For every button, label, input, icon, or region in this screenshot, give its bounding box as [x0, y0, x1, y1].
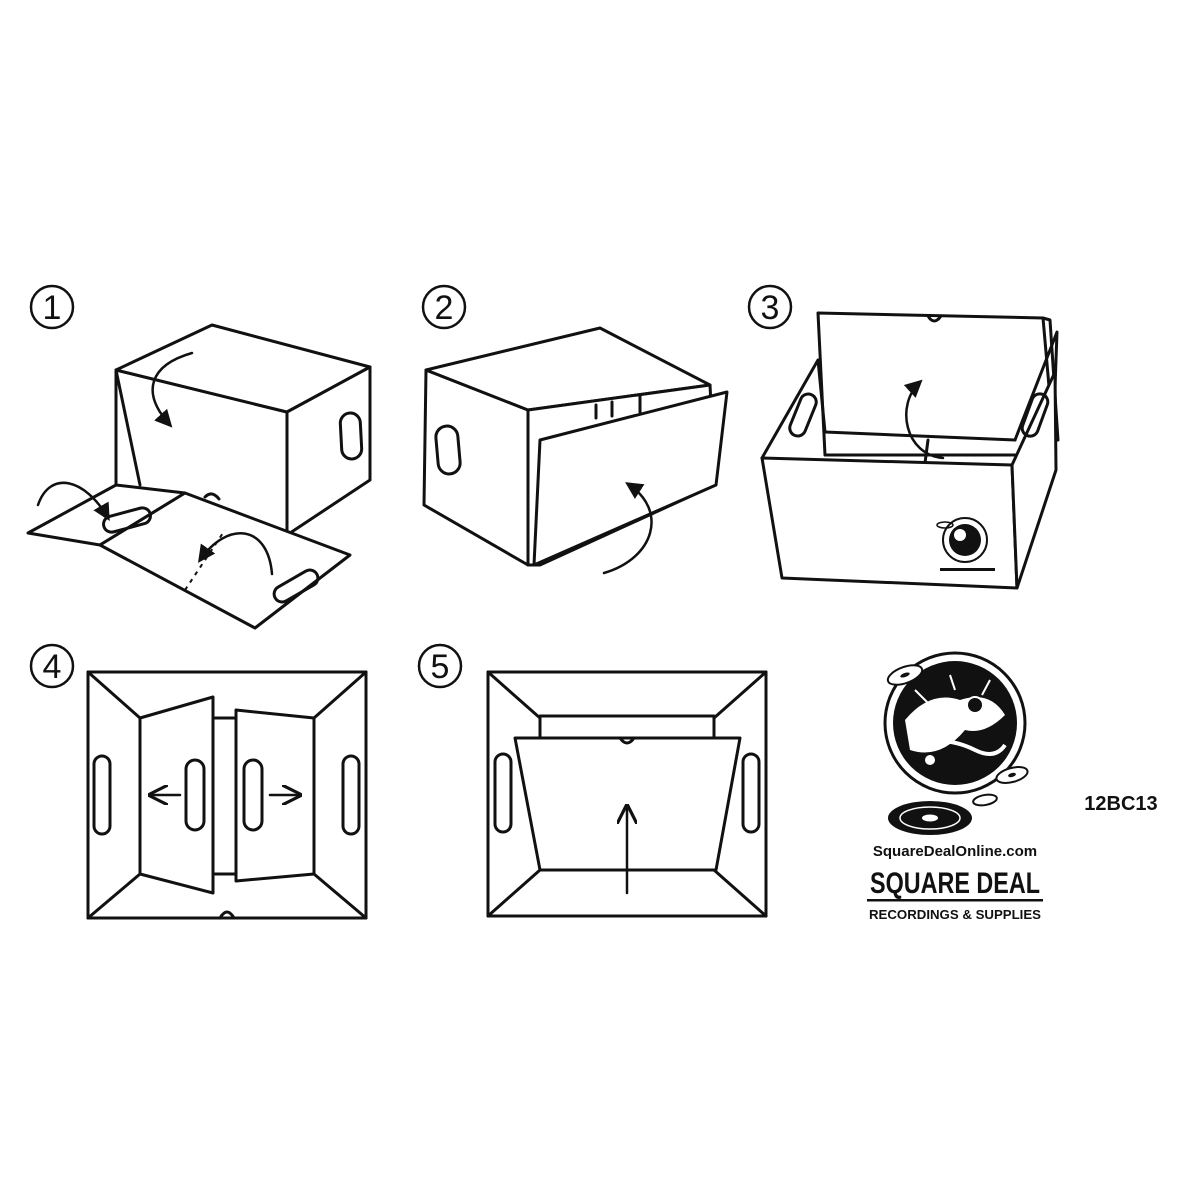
logo-brand-name: SQUARE DEAL	[870, 867, 1040, 900]
step-3: 3	[747, 284, 1060, 590]
logo-emblem	[883, 651, 1029, 835]
step-3-number-badge: 3	[747, 284, 793, 330]
step-4: 4	[29, 643, 368, 920]
step-5-number-badge: 5	[417, 643, 463, 689]
step-3-number: 3	[761, 289, 780, 327]
step-2-number: 2	[435, 289, 454, 327]
product-code: 12BC13	[1084, 793, 1157, 815]
step-2-box-drawing	[422, 326, 729, 575]
step-3-lift-arrow	[903, 379, 945, 460]
square-deal-logo: SquareDealOnline.com SQUARE DEAL RECORDI…	[867, 651, 1043, 922]
logo-website: SquareDealOnline.com	[873, 843, 1037, 860]
step-1-box-drawing	[26, 323, 372, 630]
step-2-fold-arrow	[602, 482, 653, 575]
step-1-number-badge: 1	[29, 284, 75, 330]
step-2-number-badge: 2	[421, 284, 467, 330]
step-1-number: 1	[43, 289, 62, 327]
step-4-number: 4	[43, 648, 62, 686]
step-1-flap-arrow-left	[36, 481, 110, 522]
step-5-box-drawing	[486, 670, 768, 918]
step-5-number: 5	[431, 648, 450, 686]
logo-tagline: RECORDINGS & SUPPLIES	[869, 907, 1041, 922]
step-4-number-badge: 4	[29, 643, 75, 689]
logo-divider-line	[867, 899, 1043, 902]
step-2: 2	[421, 284, 729, 575]
step-4-box-drawing	[86, 670, 368, 920]
step-1-fold-arrow	[151, 351, 194, 428]
step-1: 1	[26, 284, 372, 630]
step-3-box-drawing	[760, 311, 1060, 590]
step-5: 5	[417, 643, 768, 918]
step-1-flap-arrow-right	[197, 532, 274, 576]
step-3-logo-stamp	[936, 517, 995, 571]
